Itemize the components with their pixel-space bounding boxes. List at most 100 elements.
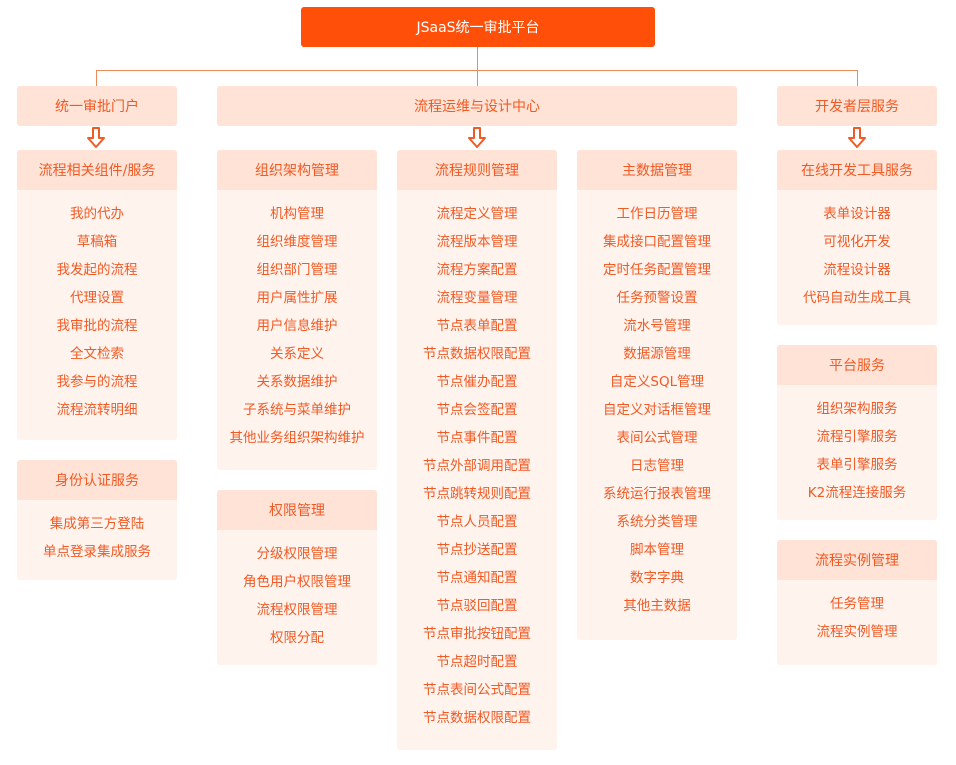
panel-item[interactable]: 关系定义 — [270, 346, 324, 362]
panel-item[interactable]: 数字字典 — [630, 570, 684, 586]
panel-item[interactable]: 节点抄送配置 — [436, 542, 518, 558]
root-node: JSaaS统一审批平台 — [301, 7, 655, 47]
panel-item[interactable]: 节点事件配置 — [436, 430, 518, 446]
panel-item[interactable]: 我审批的流程 — [56, 318, 138, 334]
panel-item[interactable]: 代码自动生成工具 — [803, 290, 911, 306]
panel-item[interactable]: 流程流转明细 — [56, 402, 138, 418]
panel-item[interactable]: 用户属性扩展 — [256, 290, 338, 306]
panel-item[interactable]: 节点跳转规则配置 — [423, 486, 531, 502]
panel-item[interactable]: 流程定义管理 — [436, 206, 518, 222]
panel-item[interactable]: K2流程连接服务 — [807, 485, 907, 501]
panel-title: 权限管理 — [217, 490, 377, 530]
panel-title: 流程相关组件/服务 — [17, 150, 177, 190]
panel-item[interactable]: 节点审批按钮配置 — [423, 626, 531, 642]
panel-item[interactable]: 关系数据维护 — [256, 374, 338, 390]
panel-item[interactable]: 定时任务配置管理 — [603, 262, 711, 278]
panel-title: 平台服务 — [777, 345, 937, 385]
connector-dev — [857, 70, 858, 86]
panel-title: 在线开发工具服务 — [777, 150, 937, 190]
panel-item[interactable]: 表单引擎服务 — [816, 457, 898, 473]
panel-process-rules: 流程规则管理 流程定义管理 流程版本管理 流程方案配置 流程变量管理 节点表单配… — [397, 150, 557, 750]
panel-item[interactable]: 集成接口配置管理 — [603, 234, 711, 250]
panel-item[interactable]: 数据源管理 — [623, 346, 691, 362]
panel-item[interactable]: 节点外部调用配置 — [423, 458, 531, 474]
panel-item[interactable]: 节点驳回配置 — [436, 598, 518, 614]
panel-item[interactable]: 表间公式管理 — [616, 430, 698, 446]
panel-item[interactable]: 其他业务组织架构维护 — [229, 430, 365, 446]
category-dev: 开发者层服务 — [777, 86, 937, 126]
connector-portal — [96, 70, 97, 86]
panel-item[interactable]: 可视化开发 — [823, 234, 891, 250]
panel-item[interactable]: 流水号管理 — [623, 318, 691, 334]
panel-item[interactable]: 组织部门管理 — [256, 262, 338, 278]
panel-item[interactable]: 流程权限管理 — [256, 602, 338, 618]
panel-item[interactable]: 全文检索 — [70, 346, 124, 362]
panel-item[interactable]: 节点数据权限配置 — [423, 346, 531, 362]
panel-item[interactable]: 角色用户权限管理 — [243, 574, 351, 590]
panel-item[interactable]: 脚本管理 — [630, 542, 684, 558]
panel-org-structure: 组织架构管理 机构管理 组织维度管理 组织部门管理 用户属性扩展 用户信息维护 … — [217, 150, 377, 470]
panel-item[interactable]: 我参与的流程 — [56, 374, 138, 390]
panel-item[interactable]: 节点数据权限配置 — [423, 710, 531, 726]
arrow-down-icon — [87, 127, 105, 148]
root-title: JSaaS统一审批平台 — [416, 20, 540, 36]
panel-title: 流程实例管理 — [777, 540, 937, 580]
panel-item[interactable]: 其他主数据 — [623, 598, 691, 614]
panel-process-instance: 流程实例管理 任务管理 流程实例管理 — [777, 540, 937, 665]
panel-title: 流程规则管理 — [397, 150, 557, 190]
panel-item[interactable]: 节点通知配置 — [436, 570, 518, 586]
panel-title: 主数据管理 — [577, 150, 737, 190]
panel-item[interactable]: 节点催办配置 — [436, 374, 518, 390]
panel-item[interactable]: 自定义对话框管理 — [603, 402, 711, 418]
category-portal: 统一审批门户 — [17, 86, 177, 126]
panel-item[interactable]: 任务管理 — [830, 596, 884, 612]
panel-item[interactable]: 节点表间公式配置 — [423, 682, 531, 698]
panel-title: 组织架构管理 — [217, 150, 377, 190]
panel-master-data: 主数据管理 工作日历管理 集成接口配置管理 定时任务配置管理 任务预警设置 流水… — [577, 150, 737, 640]
arrow-down-icon — [848, 127, 866, 148]
panel-permission: 权限管理 分级权限管理 角色用户权限管理 流程权限管理 权限分配 — [217, 490, 377, 665]
category-portal-label: 统一审批门户 — [55, 99, 139, 115]
panel-item[interactable]: 分级权限管理 — [256, 546, 338, 562]
panel-item[interactable]: 代理设置 — [70, 290, 124, 306]
panel-item[interactable]: 系统运行报表管理 — [603, 486, 711, 502]
panel-title: 身份认证服务 — [17, 460, 177, 500]
category-dev-label: 开发者层服务 — [815, 99, 899, 115]
panel-item[interactable]: 组织架构服务 — [816, 401, 898, 417]
connector-ops — [477, 70, 478, 86]
panel-item[interactable]: 流程引擎服务 — [816, 429, 898, 445]
panel-item[interactable]: 流程版本管理 — [436, 234, 518, 250]
panel-item[interactable]: 节点人员配置 — [436, 514, 518, 530]
panel-item[interactable]: 组织维度管理 — [256, 234, 338, 250]
panel-item[interactable]: 节点会签配置 — [436, 402, 518, 418]
panel-item[interactable]: 流程变量管理 — [436, 290, 518, 306]
arrow-down-icon — [468, 127, 486, 148]
panel-item[interactable]: 工作日历管理 — [616, 206, 698, 222]
panel-item[interactable]: 机构管理 — [270, 206, 324, 222]
panel-process-components: 流程相关组件/服务 我的代办 草稿箱 我发起的流程 代理设置 我审批的流程 全文… — [17, 150, 177, 440]
category-ops: 流程运维与设计中心 — [217, 86, 737, 126]
panel-item[interactable]: 系统分类管理 — [616, 514, 698, 530]
panel-item[interactable]: 日志管理 — [630, 458, 684, 474]
panel-item[interactable]: 子系统与菜单维护 — [243, 402, 351, 418]
panel-item[interactable]: 权限分配 — [270, 630, 324, 646]
panel-item[interactable]: 我的代办 — [70, 206, 124, 222]
panel-item[interactable]: 流程方案配置 — [436, 262, 518, 278]
panel-item[interactable]: 单点登录集成服务 — [43, 544, 151, 560]
panel-item[interactable]: 节点超时配置 — [436, 654, 518, 670]
panel-item[interactable]: 草稿箱 — [76, 234, 118, 250]
connector-root-down — [477, 47, 478, 70]
panel-item[interactable]: 节点表单配置 — [436, 318, 518, 334]
panel-item[interactable]: 我发起的流程 — [56, 262, 138, 278]
panel-platform: 平台服务 组织架构服务 流程引擎服务 表单引擎服务 K2流程连接服务 — [777, 345, 937, 520]
panel-item[interactable]: 自定义SQL管理 — [609, 374, 705, 390]
panel-identity-auth: 身份认证服务 集成第三方登陆 单点登录集成服务 — [17, 460, 177, 580]
category-ops-label: 流程运维与设计中心 — [414, 99, 540, 115]
panel-item[interactable]: 任务预警设置 — [616, 290, 698, 306]
panel-item[interactable]: 流程实例管理 — [816, 624, 898, 640]
panel-item[interactable]: 流程设计器 — [823, 262, 891, 278]
panel-item[interactable]: 用户信息维护 — [256, 318, 338, 334]
panel-online-dev: 在线开发工具服务 表单设计器 可视化开发 流程设计器 代码自动生成工具 — [777, 150, 937, 325]
panel-item[interactable]: 表单设计器 — [823, 206, 891, 222]
panel-item[interactable]: 集成第三方登陆 — [49, 516, 145, 532]
